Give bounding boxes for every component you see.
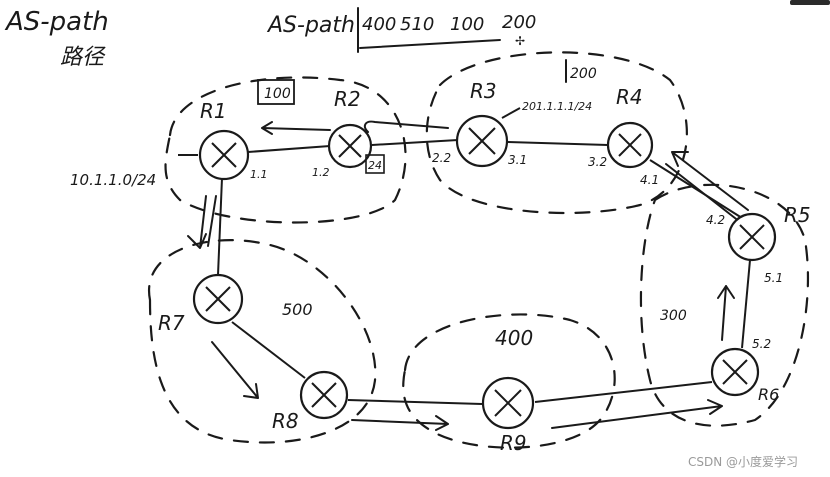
prefix-r2-box: 24 [368, 159, 382, 172]
router-cross-icon [468, 127, 496, 155]
router-label-r3: R3 [470, 79, 497, 103]
router-label-r4: R4 [616, 85, 643, 109]
router-cross-icon [311, 382, 337, 408]
arrow-r3-to-r2 [363, 120, 449, 133]
as-number-100: 100 [264, 86, 291, 102]
as-number-200: 200 [570, 66, 597, 82]
link-r5-r6 [741, 259, 751, 349]
arrow-r5-to-r4 [665, 151, 749, 223]
link-r4-r5 [649, 159, 743, 219]
router-r2[interactable] [327, 123, 373, 169]
iface-r4-right: 4.1 [640, 173, 659, 187]
arrow-r8-to-r9 [351, 415, 449, 431]
link-r1-r2 [247, 145, 331, 153]
router-cross-icon [739, 224, 765, 250]
title-path-chinese: 路径 [60, 45, 106, 70]
prefix-r3: 201.1.1.1/24 [522, 100, 592, 113]
as-path-value-3: 100 [450, 14, 484, 35]
window-edge [790, 0, 830, 5]
as-path-note-label: AS-path [266, 13, 355, 38]
zone-as100 [164, 76, 407, 224]
router-cross-icon [494, 389, 522, 417]
cursor-mark: ✢ [515, 34, 525, 48]
iface-r5-bottom: 5.1 [764, 271, 783, 285]
arrow-r1-to-r7 [187, 195, 217, 249]
router-r8[interactable] [299, 370, 349, 420]
arrow-r7-to-r8 [211, 341, 259, 399]
router-r7[interactable] [192, 273, 244, 325]
router-label-r1: R1 [200, 99, 227, 123]
iface-r2: 1.2 [312, 166, 330, 179]
iface-r5-left: 4.2 [706, 213, 725, 227]
router-label-r7: R7 [158, 311, 185, 335]
link-r3-r4 [507, 141, 609, 146]
link-r7-r8 [231, 321, 306, 379]
as-path-value-4: 200 [502, 12, 536, 33]
as-path-value-2: 510 [400, 14, 434, 35]
link-r2-r3 [371, 139, 459, 146]
iface-r1: 1.1 [250, 168, 268, 181]
router-cross-icon [338, 134, 362, 158]
router-r6[interactable] [710, 347, 760, 397]
router-r1[interactable] [198, 129, 250, 181]
as-path-value-1: 400 [362, 14, 396, 35]
as-number-400: 400 [495, 326, 533, 350]
as-number-500: 500 [282, 300, 313, 319]
zone-as400 [402, 313, 616, 449]
router-cross-icon [722, 359, 748, 385]
router-label-r9: R9 [500, 431, 527, 455]
link-r9-r6 [534, 381, 713, 403]
router-r3[interactable] [455, 114, 509, 168]
arrow-r9-to-r6 [551, 399, 723, 429]
router-label-r6: R6 [758, 385, 779, 404]
prefix-r1: 10.1.1.0/24 [70, 171, 156, 189]
router-label-r8: R8 [272, 409, 299, 433]
as-path-underline [359, 39, 501, 49]
title-as-path: AS-path [4, 7, 109, 37]
prefix-box-r2 [365, 154, 385, 174]
arrow-r2-to-r1 [261, 121, 331, 135]
link-r1-r7 [217, 177, 223, 276]
as100-box [257, 79, 295, 105]
link-r3-stub [501, 107, 521, 119]
watermark: CSDN @小度爱学习 [688, 454, 798, 469]
iface-r6-top: 5.2 [752, 337, 771, 351]
iface-r4-left: 3.2 [588, 155, 607, 169]
router-cross-icon [618, 133, 642, 157]
router-r5[interactable] [727, 212, 777, 262]
router-label-r5: R5 [784, 203, 811, 227]
router-cross-icon [205, 286, 231, 312]
zone-as200 [425, 51, 688, 215]
router-cross-icon [211, 142, 237, 168]
router-r9[interactable] [481, 376, 535, 430]
as-number-300: 300 [660, 308, 687, 324]
zone-as500 [147, 239, 377, 444]
zone-as300 [639, 183, 810, 427]
router-r4[interactable] [606, 121, 654, 169]
iface-r3-right: 3.1 [508, 153, 527, 167]
link-r8-r9 [347, 399, 483, 405]
iface-r3-left: 2.2 [432, 151, 451, 165]
arrow-r6-to-r5 [717, 285, 735, 341]
router-label-r2: R2 [334, 87, 361, 111]
